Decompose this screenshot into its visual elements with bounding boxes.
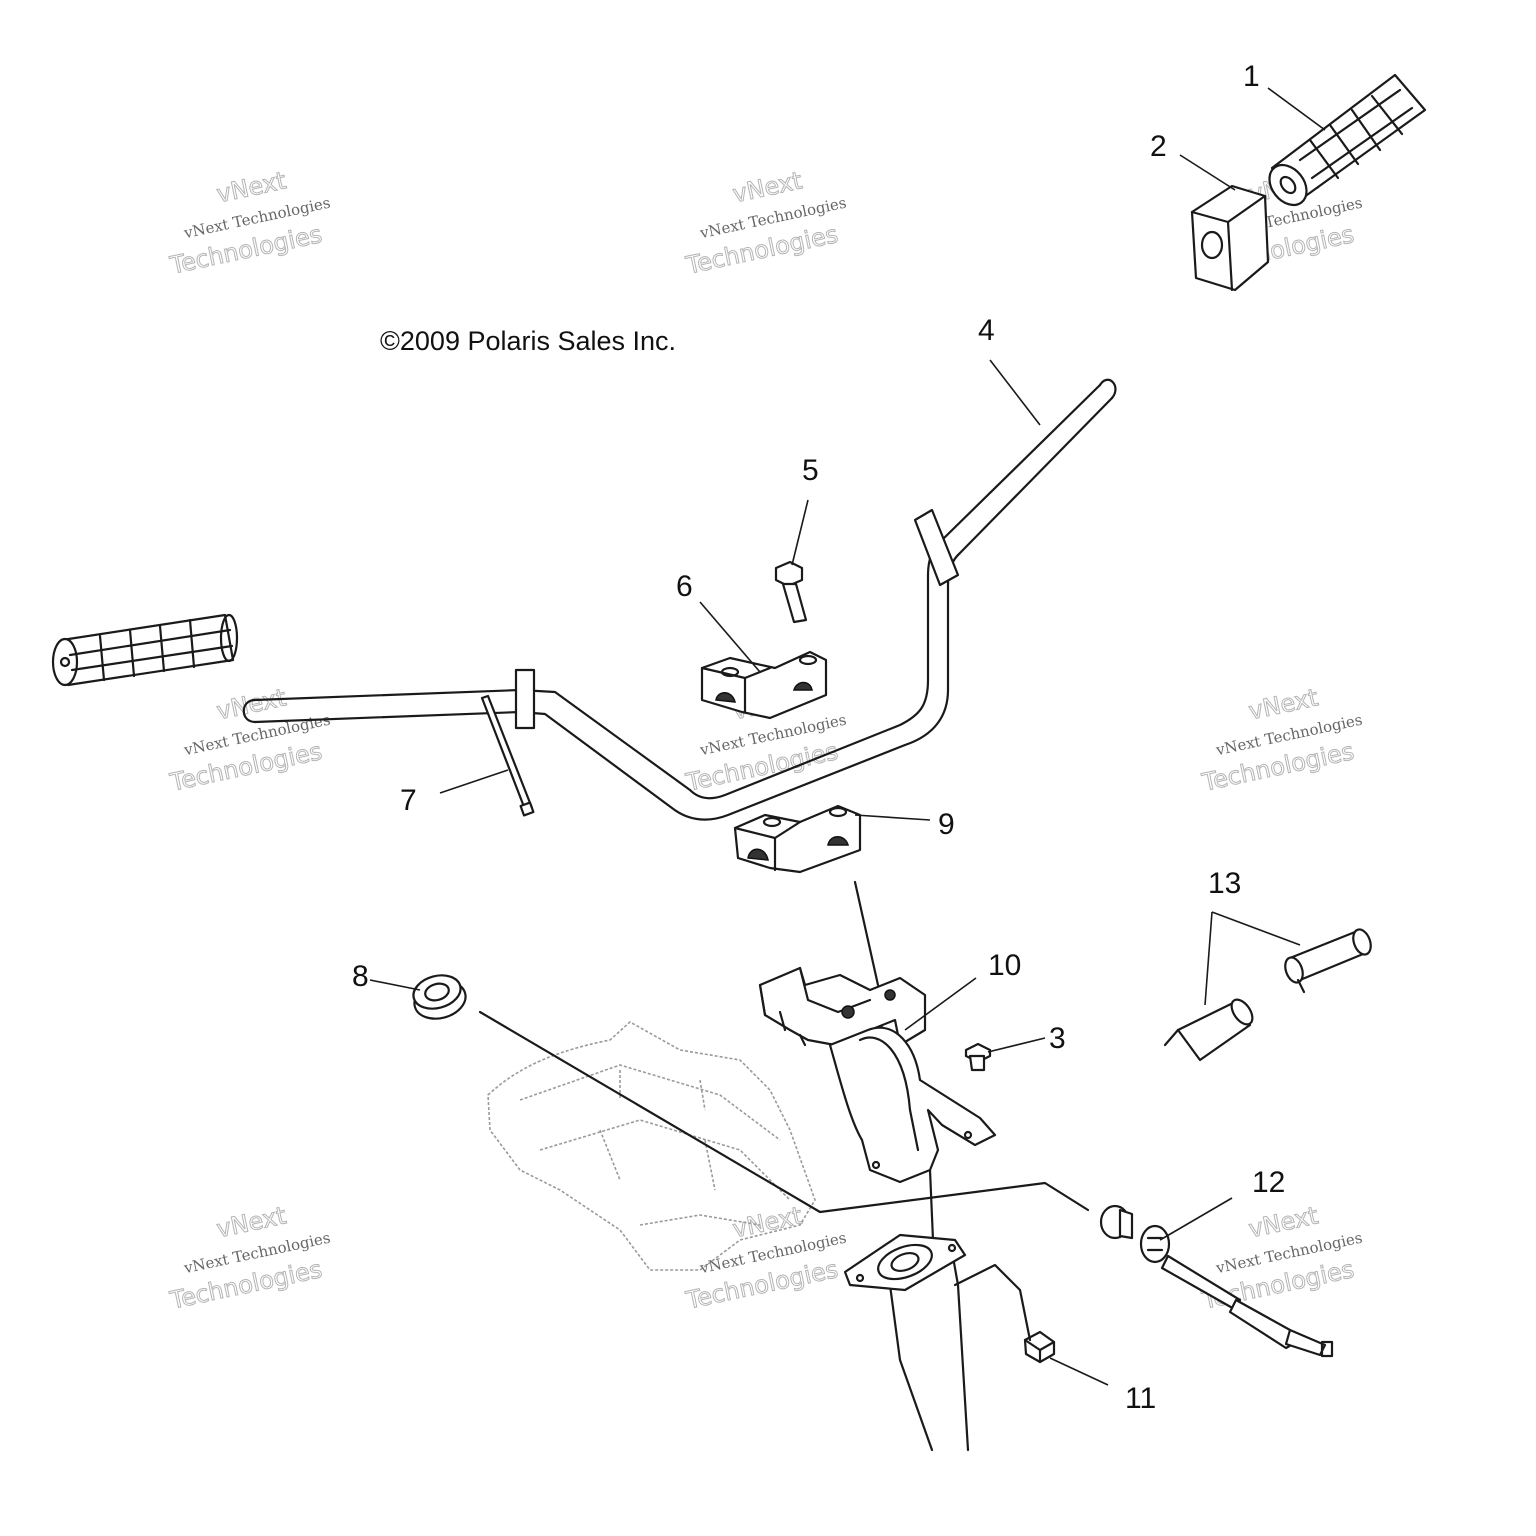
part-10-bracket[interactable] [758, 966, 997, 1184]
callout-13: 13 [1208, 867, 1241, 900]
part-3-bolt[interactable] [964, 1042, 992, 1072]
wiring [478, 1010, 1090, 1342]
callout-8: 8 [352, 960, 369, 993]
callout-12: 12 [1252, 1166, 1285, 1199]
leader-lines [369, 87, 1326, 1386]
part-9-lower-clamp[interactable] [733, 804, 862, 874]
callout-7: 7 [400, 784, 417, 817]
callout-5: 5 [802, 454, 819, 487]
ghost-front-fender [487, 1021, 816, 1271]
part-2-throttle-housing[interactable] [1190, 184, 1270, 292]
part-steering-bushing-plate[interactable] [843, 1233, 967, 1292]
part-1-right-grip[interactable] [1262, 73, 1427, 212]
watermark-1: vNext vNext Technologies Technologies [166, 166, 332, 280]
watermark-4: vNext vNext Technologies Technologies [166, 683, 332, 797]
watermark-brand: vNext [1246, 1201, 1320, 1243]
callout-6: 6 [676, 570, 693, 603]
part-13-fuse-right[interactable] [1282, 927, 1374, 994]
part-6-upper-clamp[interactable] [700, 650, 828, 720]
part-8-grommet[interactable] [410, 970, 470, 1024]
callout-10: 10 [988, 949, 1021, 982]
part-left-grip[interactable] [51, 613, 239, 687]
part-13-fuse-left[interactable] [1163, 996, 1257, 1062]
watermark-2: vNext vNext Technologies Technologies [682, 166, 848, 280]
part-11-nut[interactable] [1023, 1330, 1056, 1364]
part-7-cable-tie[interactable] [480, 694, 535, 817]
watermark-brand: vNext [1246, 683, 1320, 725]
watermark-brand: vNext [214, 1201, 288, 1243]
callout-1: 1 [1243, 60, 1260, 93]
watermark-7: vNext vNext Technologies Technologies [166, 1201, 332, 1315]
watermark-brand: vNext [214, 683, 288, 725]
callout-4: 4 [978, 314, 995, 347]
callout-11: 11 [1125, 1382, 1156, 1415]
part-4-handlebar[interactable] [242, 378, 1117, 821]
callout-9: 9 [938, 808, 955, 841]
callout-3: 3 [1049, 1022, 1066, 1055]
callout-2: 2 [1150, 130, 1167, 163]
callout-numbers: 1 2 3 4 5 6 7 8 9 10 11 12 13 [352, 60, 1285, 1415]
copyright-text: ©2009 Polaris Sales Inc. [380, 326, 676, 356]
watermark-6: vNext vNext Technologies Technologies [1198, 683, 1364, 797]
watermark-brand: vNext [214, 166, 288, 208]
watermark-brand: vNext [730, 166, 804, 208]
watermarks: vNext vNext Technologies Technologies vN… [166, 166, 1364, 1315]
part-5-bolt[interactable] [774, 560, 808, 624]
part-12-key-switch[interactable] [1099, 1204, 1334, 1358]
